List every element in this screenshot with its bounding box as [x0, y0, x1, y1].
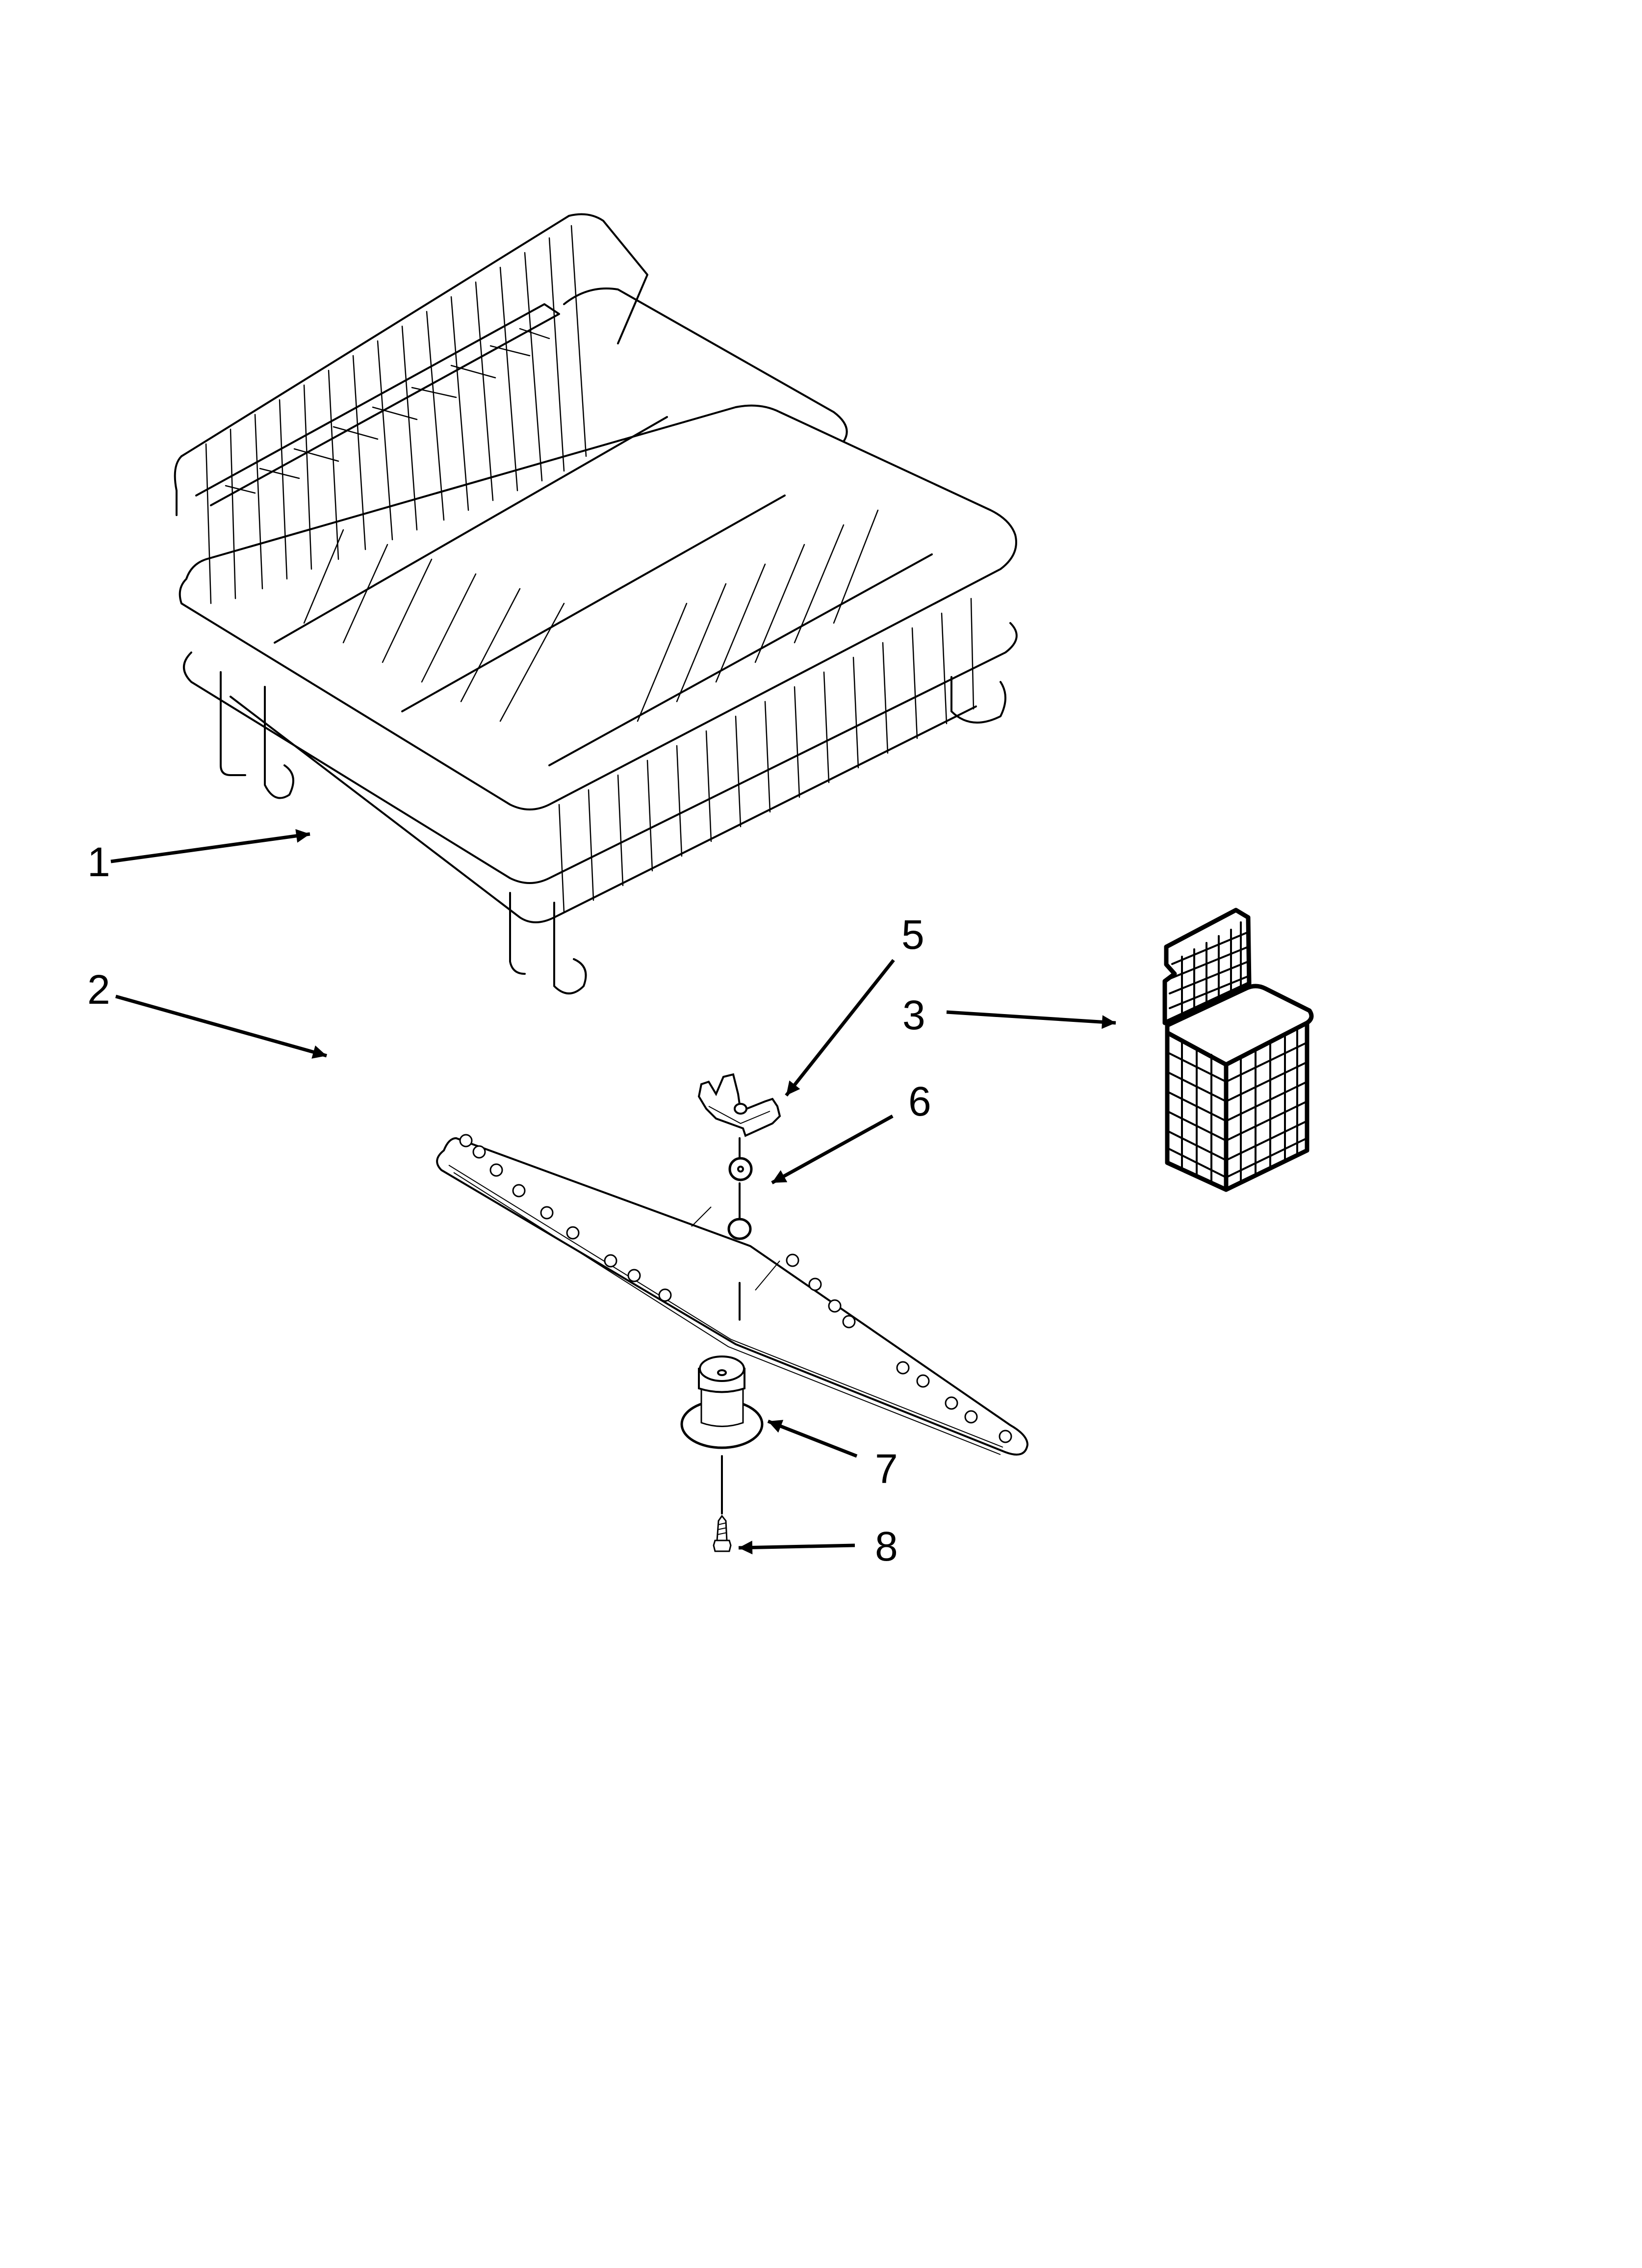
callout-7: 7 [875, 1446, 898, 1492]
callout-2-leader [115, 994, 327, 1059]
spray-arm-illustration[interactable] [436, 1134, 1029, 1456]
callout-6: 6 [908, 1078, 931, 1124]
callout-5: 5 [901, 912, 924, 958]
callout-1-leader [110, 829, 310, 863]
callout-2: 2 [87, 966, 110, 1013]
callout-1: 1 [87, 839, 110, 885]
callout-3-leader [946, 1010, 1116, 1029]
washer-illustration[interactable] [728, 1157, 753, 1181]
callout-8-leader [738, 1540, 855, 1555]
callout-6-leader [771, 1114, 894, 1185]
callout-5-leader [785, 959, 895, 1097]
callout-7-leader [767, 1419, 858, 1458]
hub-illustration[interactable] [680, 1356, 764, 1449]
clip-illustration[interactable] [697, 1073, 781, 1137]
callout-3: 3 [902, 992, 925, 1038]
silverware-basket-illustration[interactable] [1162, 908, 1314, 1192]
screw-illustration[interactable] [713, 1514, 732, 1552]
dishrack-illustration[interactable] [174, 213, 1018, 994]
callout-8: 8 [875, 1523, 898, 1569]
